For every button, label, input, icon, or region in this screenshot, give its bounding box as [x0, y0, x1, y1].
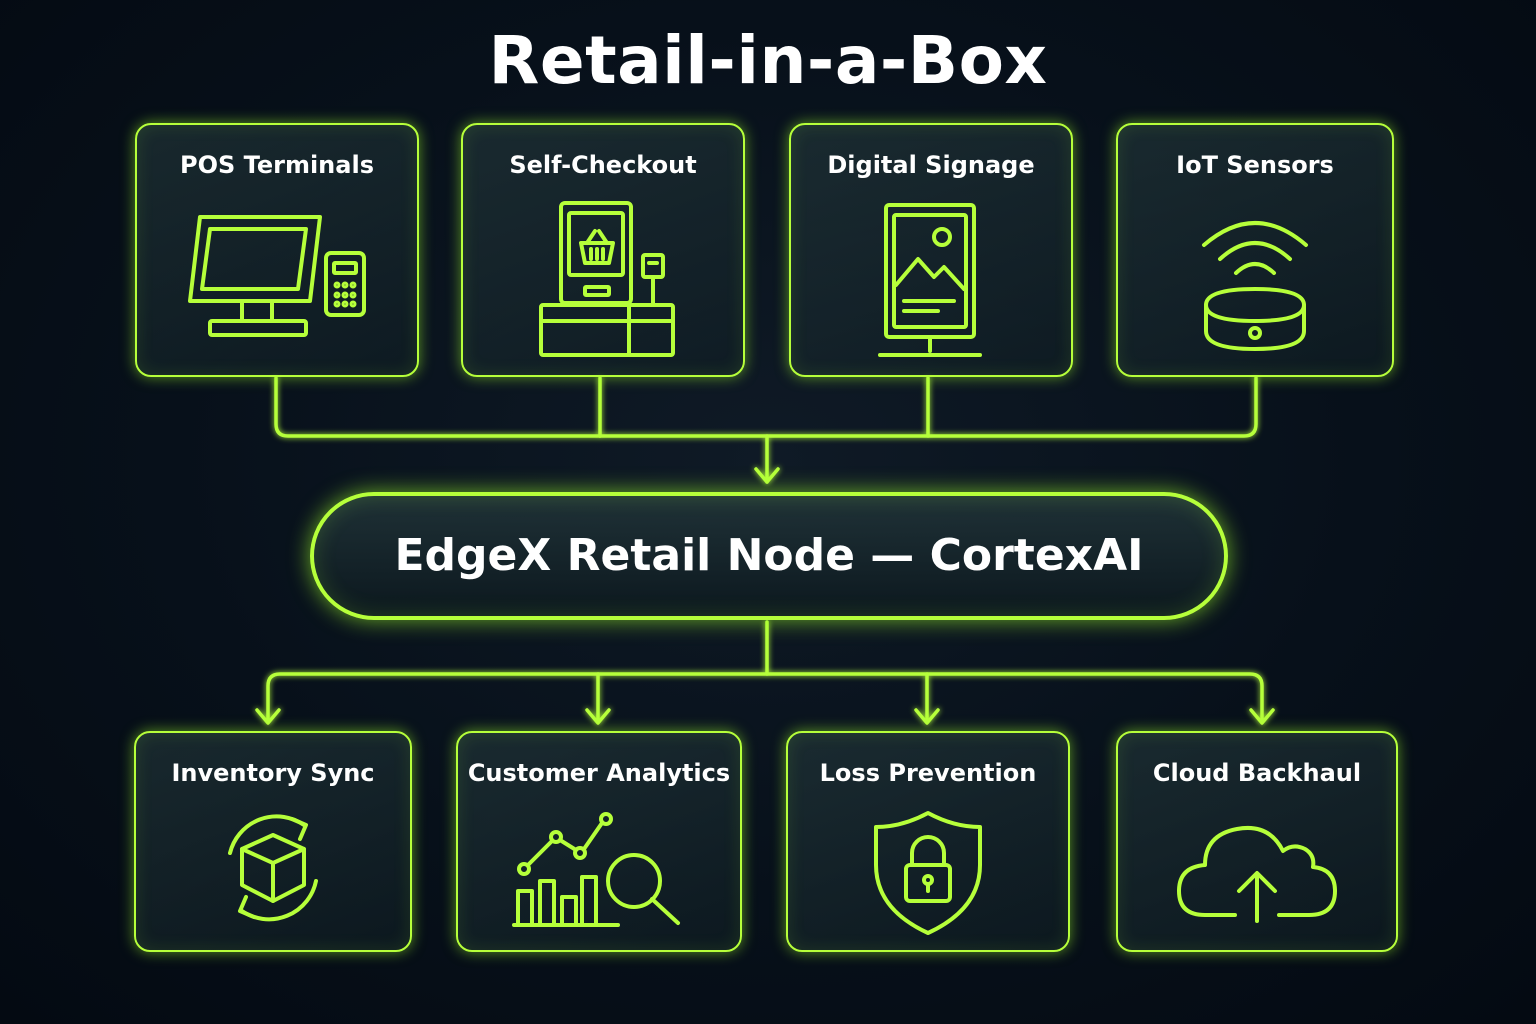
- shield-lock-icon: [872, 809, 984, 937]
- connector-pos: [274, 376, 602, 438]
- card-label-iot-sensors: IoT Sensors: [1176, 151, 1334, 179]
- arrow-inventory: [255, 708, 281, 725]
- card-label-inventory-sync: Inventory Sync: [171, 759, 375, 787]
- connector-bottom-bus: [266, 672, 1264, 724]
- card-label-cloud-backhaul: Cloud Backhaul: [1152, 759, 1362, 787]
- inventory-sync-box-icon: [208, 809, 338, 927]
- arrow-cloud: [1249, 708, 1275, 725]
- edge-node-hub: EdgeX Retail Node — CortexAI: [310, 492, 1228, 620]
- card-customer-analytics: Customer Analytics: [456, 731, 742, 952]
- hub-label: EdgeX Retail Node — CortexAI: [394, 530, 1144, 581]
- card-label-digital-signage: Digital Signage: [827, 151, 1035, 179]
- card-label-customer-analytics: Customer Analytics: [467, 759, 731, 787]
- arrow-analytics: [585, 708, 611, 725]
- card-cloud-backhaul: Cloud Backhaul: [1116, 731, 1398, 952]
- arrow-loss: [914, 708, 940, 725]
- diagram-title: Retail-in-a-Box: [488, 22, 1048, 99]
- cloud-upload-icon: [1175, 813, 1339, 923]
- card-digital-signage: Digital Signage: [789, 123, 1073, 377]
- pos-terminal-icon: [182, 209, 372, 349]
- card-self-checkout: Self-Checkout: [461, 123, 745, 377]
- digital-signage-icon: [876, 201, 986, 363]
- arrow-to-hub: [754, 467, 780, 484]
- self-checkout-kiosk-icon: [533, 199, 675, 359]
- card-iot-sensors: IoT Sensors: [1116, 123, 1394, 377]
- card-label-loss-prevention: Loss Prevention: [819, 759, 1037, 787]
- connector-iot: [598, 376, 1258, 438]
- card-pos-terminals: POS Terminals: [135, 123, 419, 377]
- card-inventory-sync: Inventory Sync: [134, 731, 412, 952]
- card-label-self-checkout: Self-Checkout: [509, 151, 697, 179]
- card-loss-prevention: Loss Prevention: [786, 731, 1070, 952]
- analytics-chart-search-icon: [512, 811, 684, 929]
- card-label-pos-terminals: POS Terminals: [180, 151, 374, 179]
- iot-sensor-wifi-icon: [1190, 209, 1320, 355]
